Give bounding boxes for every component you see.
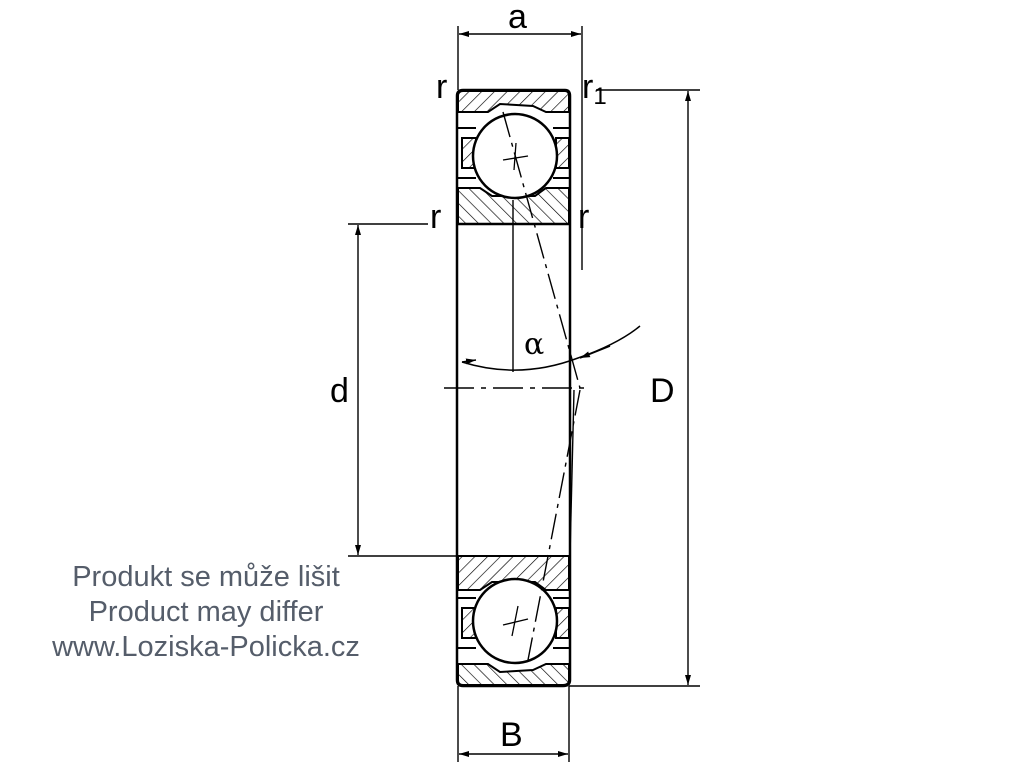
label-r1-subscript: 1 bbox=[593, 83, 607, 110]
label-r-mid-right: r bbox=[578, 198, 590, 236]
outer-ring-top bbox=[457, 90, 570, 113]
label-r-top-left: r bbox=[436, 68, 448, 106]
contact-angle-lines bbox=[502, 111, 581, 661]
disclaimer-line-czech: Produkt se může lišit bbox=[72, 561, 340, 593]
label-d: d bbox=[330, 372, 349, 410]
disclaimer-website: www.Loziska-Policka.cz bbox=[52, 631, 360, 663]
inner-ring-bottom bbox=[457, 555, 570, 591]
label-a: a bbox=[508, 0, 527, 36]
dimension-B bbox=[457, 686, 570, 762]
label-alpha: α bbox=[524, 327, 545, 362]
dimension-a bbox=[457, 26, 583, 270]
disclaimer-text-block: Produkt se může lišit Product may differ… bbox=[0, 560, 412, 665]
contact-angle-arc bbox=[461, 325, 641, 371]
ball-bottom bbox=[471, 577, 559, 665]
label-B: B bbox=[500, 716, 523, 754]
outer-ring-bottom bbox=[457, 663, 570, 686]
label-D: D bbox=[650, 372, 675, 410]
label-r-mid-left: r bbox=[430, 198, 442, 236]
disclaimer-line-english: Product may differ bbox=[88, 596, 324, 628]
label-r1: r1 bbox=[582, 70, 607, 109]
dimension-D bbox=[569, 89, 700, 687]
label-r1-main: r bbox=[582, 68, 594, 106]
dimension-d bbox=[348, 223, 458, 557]
